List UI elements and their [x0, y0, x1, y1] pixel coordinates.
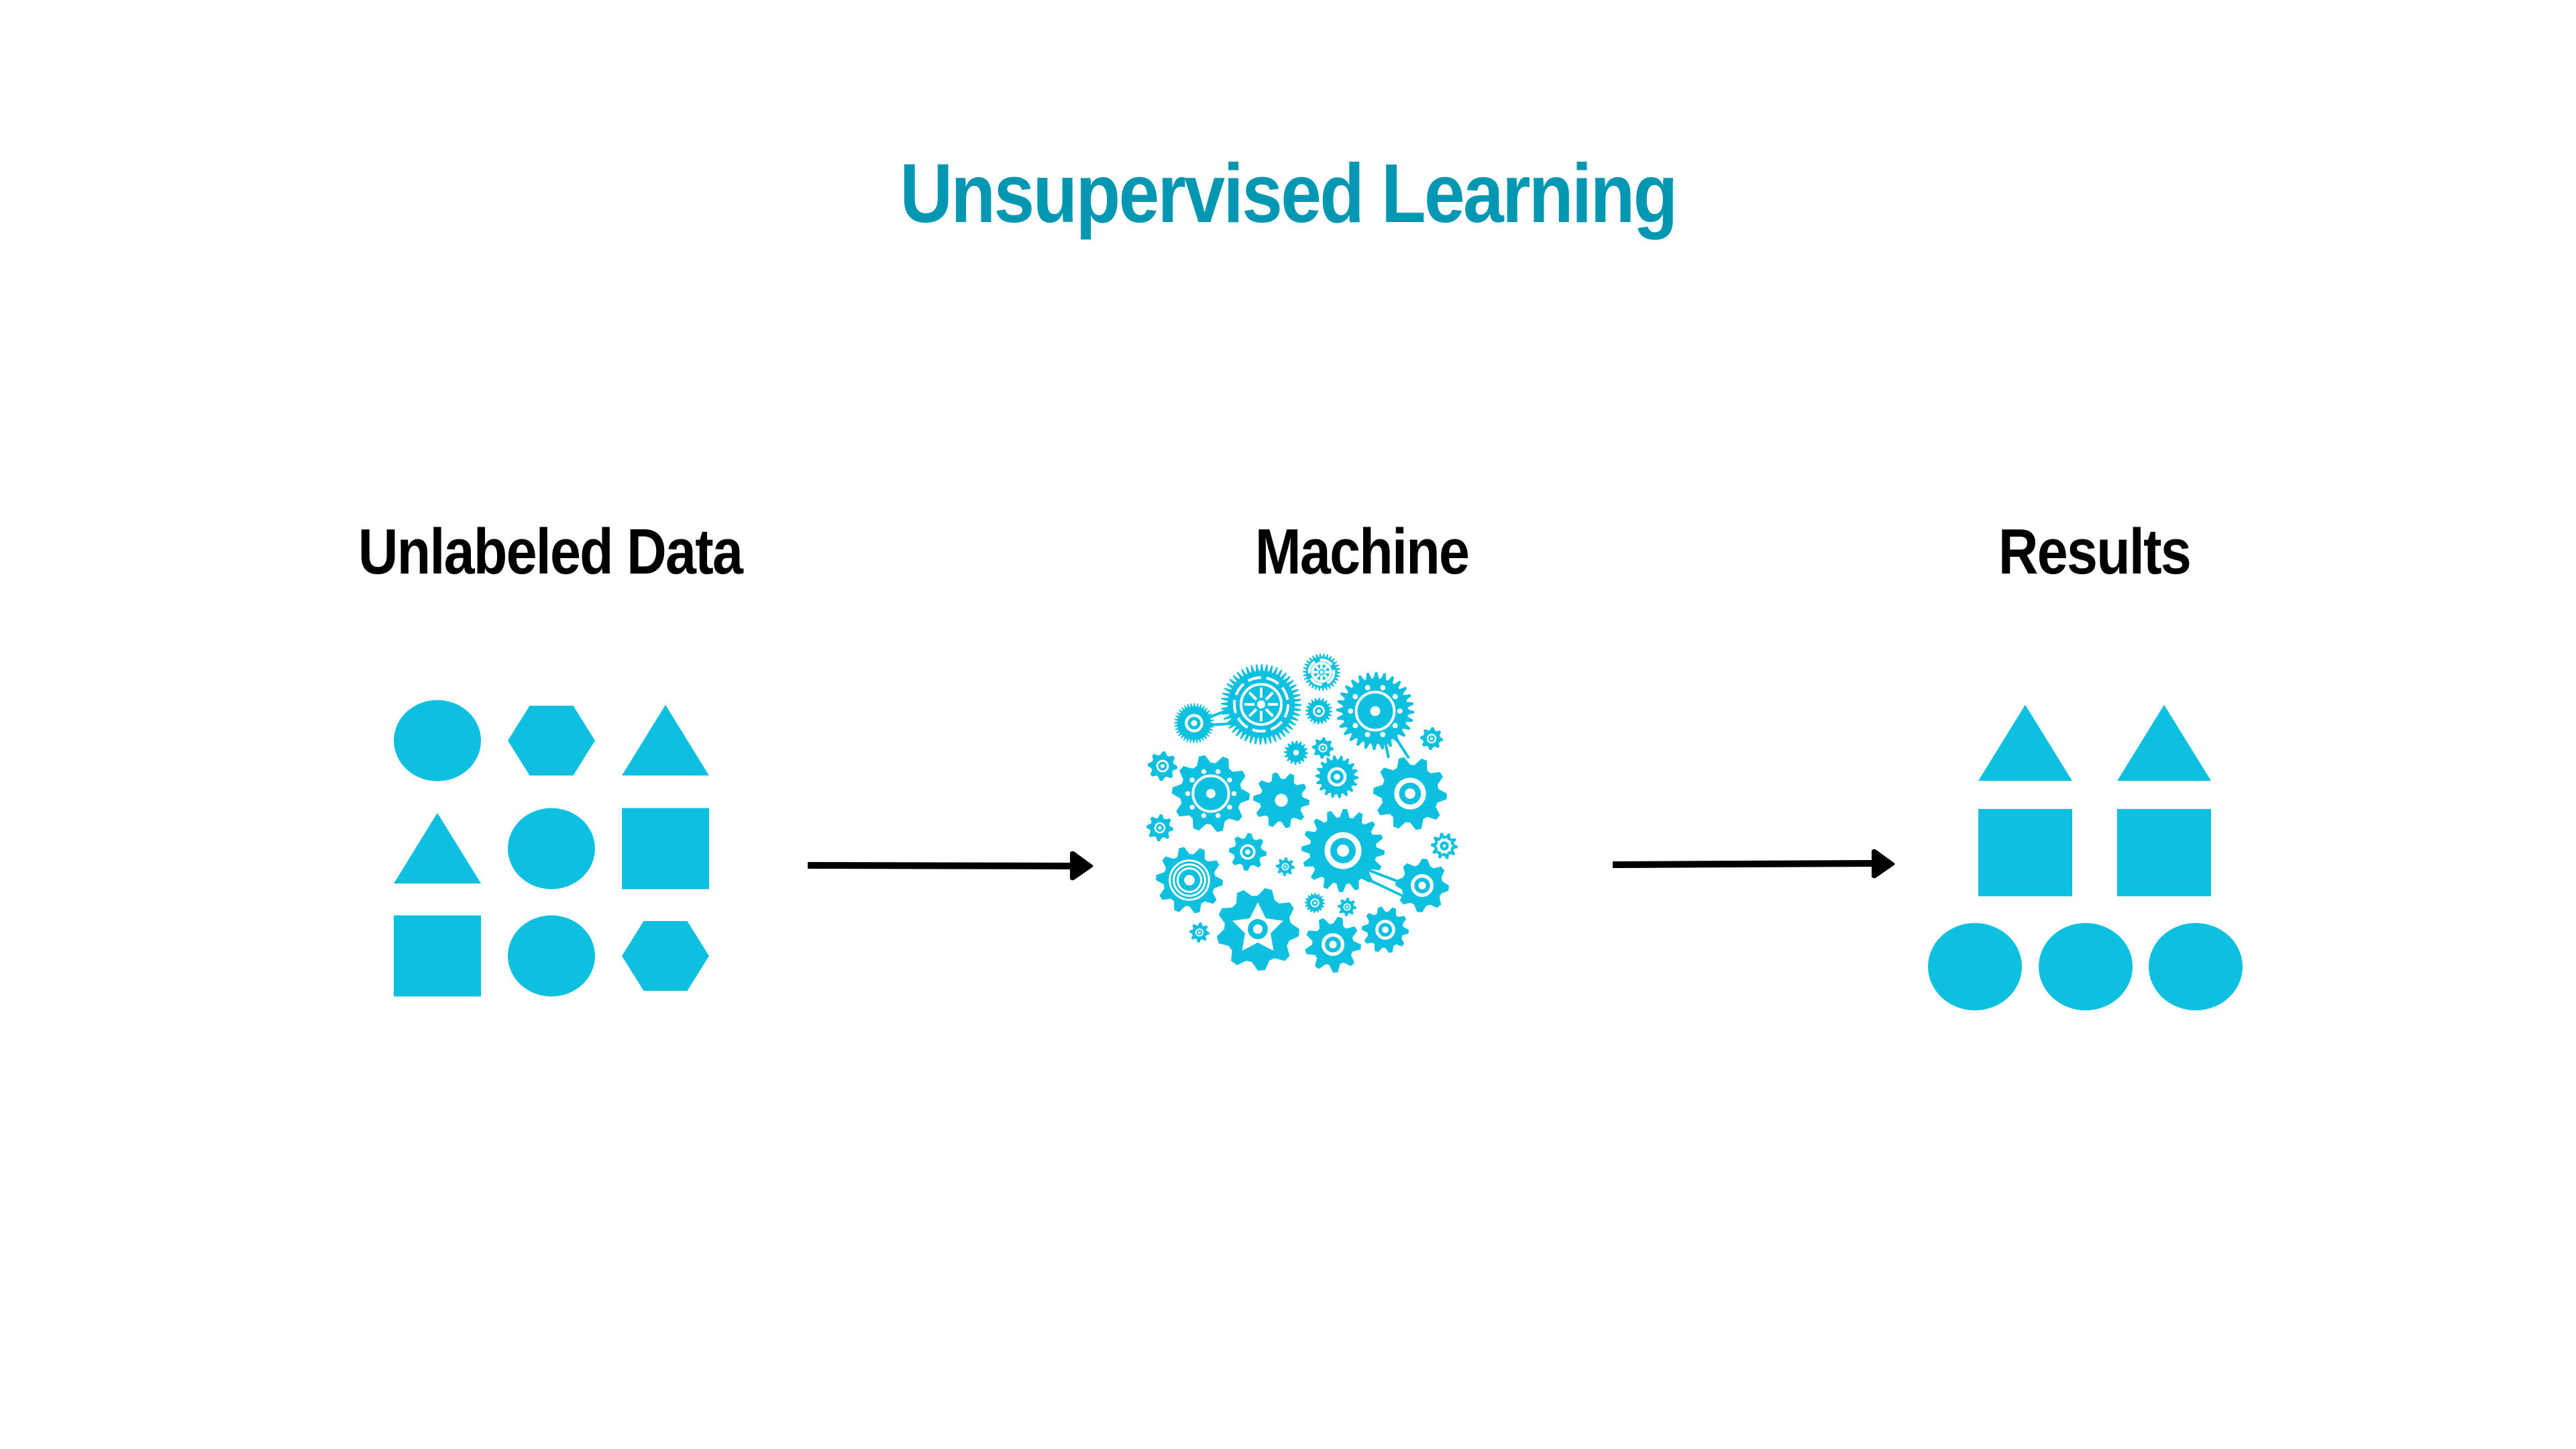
gear-plain-icon: [1253, 772, 1309, 828]
gear-tiny-icon: [1420, 727, 1443, 750]
gear-small-icon: [1229, 833, 1267, 871]
result-triangle-shape: [2117, 704, 2211, 781]
gear-ornate-icon: [1336, 672, 1414, 750]
stage-label-machine: Machine: [1254, 516, 1470, 588]
gear-tiny-icon: [1305, 893, 1325, 913]
triangle-shape: [394, 812, 481, 883]
gears-cluster-icon: [1146, 653, 1458, 973]
gear-medium-icon: [1316, 755, 1358, 798]
gear-tiny-icon: [1338, 898, 1356, 916]
arrow-data-to-machine: [805, 845, 1107, 885]
arrow-machine-to-results: [1610, 844, 1912, 884]
gear-small-icon: [1148, 751, 1177, 781]
results-clusters: [1928, 704, 2243, 1011]
gear-dotted-icon: [1172, 755, 1250, 833]
result-circle-shape: [2149, 922, 2243, 1011]
unlabeled-data-grid: [394, 700, 709, 997]
gear-tiny-icon: [1189, 922, 1210, 943]
result-square-shape: [2117, 808, 2211, 897]
gear-tiny-icon: [1312, 737, 1334, 759]
unlabeled-data-shapes: [376, 684, 738, 1060]
gear-medium-ring-icon: [1373, 757, 1447, 830]
gear-large-ring-icon: [1301, 809, 1385, 892]
square-shape: [622, 808, 709, 890]
diagram-title: Unsupervised Learning: [900, 148, 1678, 240]
result-circle-shape: [2039, 922, 2133, 1011]
machine-gears: [1140, 644, 1610, 1087]
gear-tiny-icon: [1276, 857, 1295, 876]
square-shape: [394, 915, 481, 997]
gear-octagon-icon: [1395, 859, 1449, 912]
arrow-right-icon: [1612, 849, 1895, 879]
triangle-shape: [622, 704, 709, 775]
gear-medium-icon: [1305, 916, 1361, 973]
circle-shape: [508, 915, 595, 997]
stage-label-unlabeled-data: Unlabeled Data: [358, 516, 743, 588]
gear-tiny-icon: [1431, 833, 1458, 859]
circle-shape: [394, 700, 481, 782]
stage-label-results: Results: [1998, 516, 2192, 588]
result-triangle-shape: [1978, 704, 2072, 781]
results-shapes: [1928, 684, 2281, 1087]
arrow-right-icon: [807, 851, 1093, 881]
result-square-shape: [1978, 808, 2072, 897]
gear-concentric-icon: [1156, 847, 1223, 914]
hexagon-shape: [622, 921, 709, 991]
hexagon-shape: [508, 706, 595, 775]
result-circle-shape: [1928, 922, 2022, 1011]
gear-star-icon: [1216, 888, 1299, 971]
circle-shape: [508, 808, 595, 890]
gear-small-spokes-icon: [1303, 653, 1340, 691]
gear-small-icon: [1174, 703, 1214, 743]
gear-tiny-icon: [1284, 741, 1308, 765]
gear-tiny-icon: [1146, 814, 1173, 841]
gear-medium-icon: [1362, 906, 1409, 953]
gear-small-icon: [1305, 698, 1332, 724]
gear-large-spokes-icon: [1221, 664, 1301, 745]
